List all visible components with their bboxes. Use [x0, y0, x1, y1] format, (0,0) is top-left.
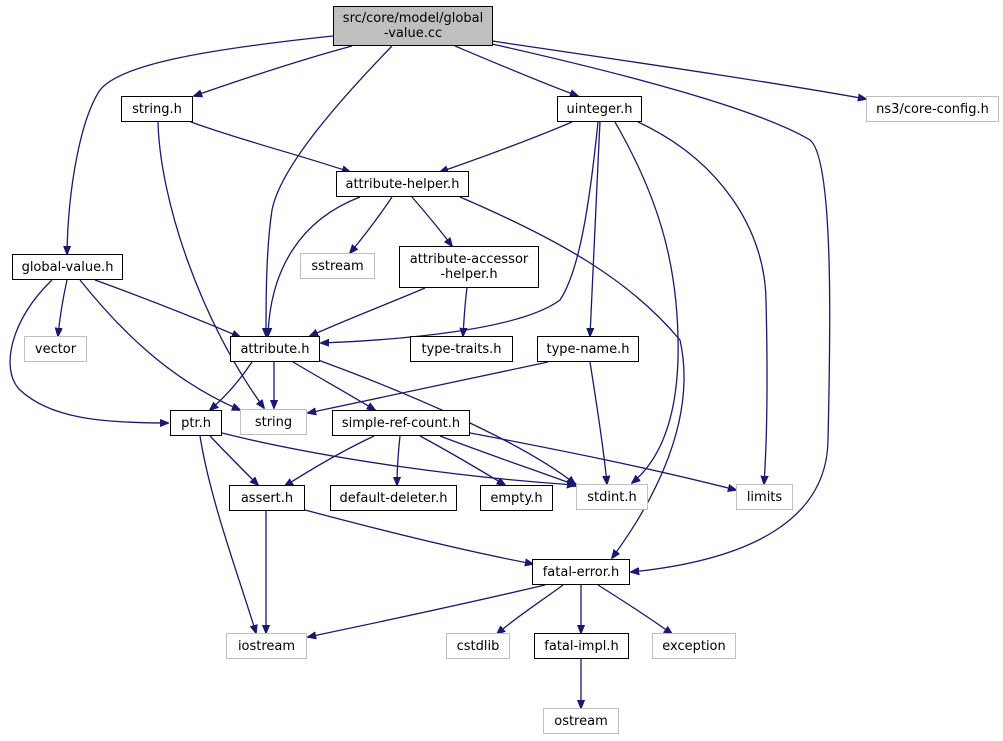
node-core-config-h-label: ns3/core-config.h — [876, 101, 989, 117]
node-ostream[interactable]: ostream — [543, 708, 619, 734]
edge-root-global-value-h — [67, 35, 334, 254]
node-root-line1: src/core/model/global — [342, 11, 484, 26]
edge-attribute-h-simple-ref-count-h — [292, 361, 375, 410]
edge-attribute-helper-h-attribute-h — [268, 196, 361, 336]
node-fatal-error-h-label: fatal-error.h — [542, 564, 620, 580]
node-vector-label: vector — [34, 341, 77, 357]
node-string-h-label: string.h — [132, 101, 182, 117]
edge-fatal-error-h-exception — [597, 584, 672, 634]
edge-simple-ref-count-h-assert-h — [285, 435, 375, 486]
node-default-deleter-h-label: default-deleter.h — [339, 490, 448, 506]
edge-uinteger-h-attribute-helper-h — [440, 121, 573, 172]
node-fatal-impl-h[interactable]: fatal-impl.h — [534, 633, 629, 659]
node-uinteger-h-label: uinteger.h — [566, 101, 633, 117]
node-global-value-h[interactable]: global-value.h — [12, 254, 123, 280]
node-core-config-h[interactable]: ns3/core-config.h — [866, 96, 999, 122]
node-string-label: string — [254, 414, 293, 430]
node-limits-label: limits — [746, 489, 783, 505]
node-attribute-helper-h[interactable]: attribute-helper.h — [336, 171, 469, 197]
edge-global-value-h-attribute-h — [94, 279, 240, 337]
node-attribute-accessor-helper-h-line2: -helper.h — [440, 267, 498, 282]
node-stdint-h-label: stdint.h — [587, 489, 637, 505]
node-attribute-helper-h-label: attribute-helper.h — [345, 176, 460, 192]
edge-simple-ref-count-h-limits — [464, 431, 736, 490]
edge-ptr-h-stdint-h — [221, 432, 575, 485]
edge-root-uinteger-h — [454, 45, 578, 96]
edge-uinteger-h-stdint-h — [614, 121, 679, 483]
node-uinteger-h[interactable]: uinteger.h — [557, 96, 642, 122]
node-ostream-label: ostream — [554, 713, 608, 729]
node-string-h[interactable]: string.h — [121, 96, 193, 122]
node-assert-h[interactable]: assert.h — [229, 485, 305, 511]
edge-global-value-h-vector — [58, 279, 68, 336]
node-exception[interactable]: exception — [652, 633, 736, 659]
node-attribute-accessor-helper-h[interactable]: attribute-accessor -helper.h — [399, 246, 539, 288]
edge-ptr-h-iostream — [199, 435, 256, 633]
edge-root-core-config-h — [491, 40, 866, 99]
node-cstdlib-label: cstdlib — [456, 638, 500, 654]
edge-ptr-h-assert-h — [209, 435, 258, 485]
edge-fatal-error-h-cstdlib — [497, 584, 564, 634]
edge-attribute-accessor-helper-h-attribute-h — [310, 287, 426, 336]
edge-attribute-helper-h-sstream — [350, 196, 393, 253]
edges — [9, 35, 866, 708]
node-default-deleter-h[interactable]: default-deleter.h — [330, 485, 457, 511]
node-attribute-h[interactable]: attribute.h — [230, 336, 320, 362]
node-type-traits-h-label: type-traits.h — [421, 341, 502, 357]
edge-uinteger-h-limits — [637, 121, 767, 484]
edge-simple-ref-count-h-empty-h — [419, 435, 505, 485]
node-global-value-h-label: global-value.h — [21, 259, 114, 275]
node-fatal-error-h[interactable]: fatal-error.h — [532, 559, 630, 585]
node-ptr-h[interactable]: ptr.h — [170, 410, 222, 436]
edge-assert-h-fatal-error-h — [304, 509, 533, 564]
node-exception-label: exception — [662, 638, 726, 654]
edge-uinteger-h-attribute-h — [321, 121, 599, 343]
node-type-name-h-label: type-name.h — [546, 341, 630, 357]
node-simple-ref-count-h-label: simple-ref-count.h — [341, 415, 461, 431]
node-sstream-label: sstream — [311, 258, 364, 274]
node-limits[interactable]: limits — [736, 484, 793, 510]
edge-attribute-accessor-helper-h-type-traits-h — [463, 287, 467, 336]
node-empty-h-label: empty.h — [490, 490, 543, 506]
edge-simple-ref-count-h-stdint-h — [439, 435, 578, 486]
node-fatal-impl-h-label: fatal-impl.h — [544, 638, 619, 654]
edge-root-fatal-error-h — [491, 43, 831, 572]
node-empty-h[interactable]: empty.h — [480, 485, 553, 511]
edge-global-value-h-string — [79, 279, 240, 410]
node-stdint-h[interactable]: stdint.h — [576, 484, 648, 510]
node-vector[interactable]: vector — [24, 336, 87, 362]
edge-type-name-h-string — [308, 361, 549, 413]
edge-type-name-h-stdint-h — [589, 361, 607, 484]
edge-attribute-helper-h-attribute-accessor-helper-h — [411, 196, 452, 246]
edge-attribute-h-ptr-h — [210, 361, 253, 410]
node-assert-h-label: assert.h — [240, 490, 294, 506]
edge-string-h-attribute-helper-h — [190, 121, 350, 172]
edge-simple-ref-count-h-default-deleter-h — [397, 435, 400, 485]
node-ptr-h-label: ptr.h — [181, 415, 211, 431]
node-string[interactable]: string — [240, 409, 307, 435]
node-sstream[interactable]: sstream — [300, 253, 375, 279]
node-type-name-h[interactable]: type-name.h — [537, 336, 639, 362]
edge-uinteger-h-type-name-h — [590, 121, 601, 336]
node-attribute-h-label: attribute.h — [240, 341, 310, 357]
edge-root-attribute-h — [266, 45, 393, 336]
node-type-traits-h[interactable]: type-traits.h — [410, 336, 513, 362]
node-iostream-label: iostream — [237, 638, 296, 654]
edge-root-string-h — [194, 45, 353, 96]
node-root-global-value-cc[interactable]: src/core/model/global -value.cc — [333, 6, 493, 46]
node-iostream[interactable]: iostream — [226, 633, 307, 659]
edge-global-value-h-ptr-h — [9, 279, 168, 423]
node-attribute-accessor-helper-h-line1: attribute-accessor — [409, 252, 529, 267]
node-cstdlib[interactable]: cstdlib — [446, 633, 510, 659]
node-simple-ref-count-h[interactable]: simple-ref-count.h — [332, 410, 470, 436]
edge-fatal-error-h-iostream — [308, 584, 546, 637]
node-root-line2: -value.cc — [383, 26, 443, 41]
edge-string-h-string — [157, 121, 264, 408]
